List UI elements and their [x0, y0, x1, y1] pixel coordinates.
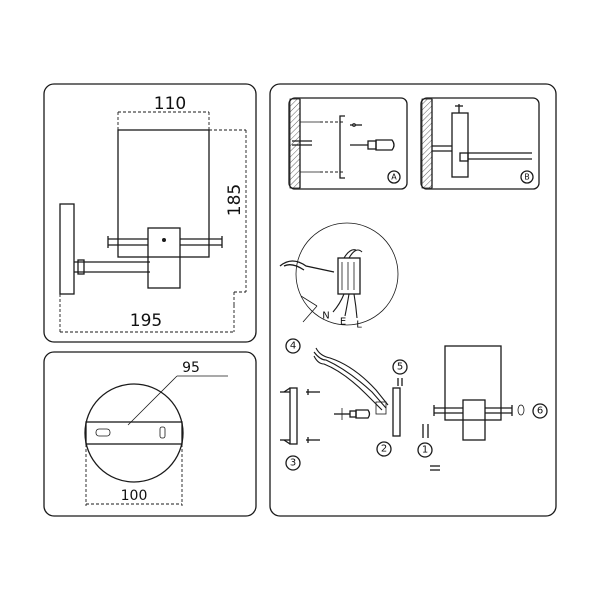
rod-part [392, 387, 401, 437]
wire-l-label: L [356, 320, 362, 331]
wiring-zoom: N E L [279, 222, 399, 331]
mounting-bracket [85, 421, 183, 445]
base-inner-label: 95 [182, 360, 200, 376]
shade-width-label: 110 [154, 94, 186, 114]
step-3-label: 3 [290, 458, 296, 469]
wire-e-label: E [340, 317, 346, 328]
base-plate-panel: 95 100 [43, 351, 257, 517]
base-plate-circle [84, 383, 184, 483]
step-2-label: 2 [381, 444, 387, 455]
detail-a-box: A [288, 97, 408, 190]
wall-plate [59, 203, 75, 295]
cable-assembly [313, 347, 389, 415]
step-1-label: 1 [422, 445, 428, 456]
shade-height-label: 185 [225, 184, 245, 216]
side-view-panel: 110 185 195 [43, 83, 257, 343]
screwdriver-small-icon [334, 408, 371, 420]
step-4-label: 4 [290, 341, 296, 352]
step-6-label: 6 [537, 406, 543, 417]
detail-b-label: B [524, 173, 530, 182]
base-outer-label: 100 [121, 488, 148, 504]
step-5-label: 5 [397, 362, 403, 373]
detail-a-label: A [391, 173, 397, 182]
shade-outline [117, 129, 210, 258]
lamp-holder [147, 227, 181, 289]
assembled-lamp [430, 345, 525, 471]
installation-panel: A B [269, 83, 557, 517]
detail-b-box: B [420, 97, 540, 190]
wire-n-label: N [322, 311, 329, 322]
bracket-part [280, 387, 320, 445]
screwdriver-icon [350, 139, 395, 151]
projection-label: 195 [130, 311, 162, 331]
